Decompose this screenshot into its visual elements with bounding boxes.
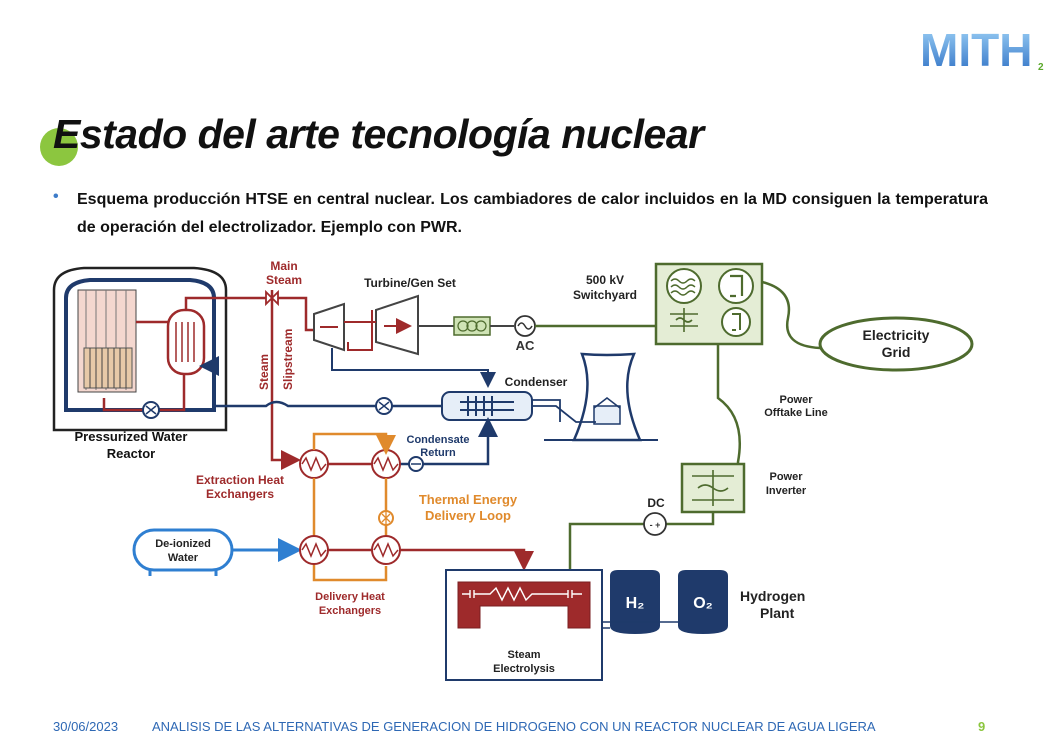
offtake-label-1: Power	[779, 394, 813, 406]
electrolysis-label-2: Electrolysis	[493, 663, 555, 675]
grid-line	[761, 280, 821, 350]
inverter-label-1: Power	[769, 471, 803, 483]
primary-loop	[102, 320, 186, 412]
delivery-hx-1	[299, 535, 329, 565]
generator	[418, 316, 514, 336]
dc-line	[568, 512, 715, 582]
dc-label: DC	[647, 496, 665, 510]
electrolysis-label-1: Steam	[507, 649, 540, 661]
reactor-label-line2: Reactor	[107, 446, 155, 461]
hydrogen-plant-label-2: Plant	[760, 605, 795, 621]
steam-electrolysis-unit: Steam Electrolysis	[445, 569, 603, 681]
inverter-label-2: Inverter	[766, 485, 807, 497]
extraction-label-2: Exchangers	[206, 487, 274, 501]
steam-label: Steam	[257, 354, 271, 390]
logo-text: MITH	[920, 24, 1032, 72]
primary-pump	[142, 401, 160, 419]
bullet-icon: •	[53, 188, 59, 205]
switchyard-label-1: 500 kV	[586, 273, 624, 287]
footer: 30/06/2023 ANALISIS DE LAS ALTERNATIVAS …	[0, 716, 1057, 738]
delivery-hx-2	[371, 535, 401, 565]
htse-diagram: Pressurized Water Reactor Main Steam Ste…	[52, 259, 974, 681]
bullet-text: Esquema producción HTSE en central nucle…	[77, 191, 988, 236]
extraction-hx-1	[299, 449, 329, 479]
turbine-set	[313, 294, 496, 388]
tank-pipes	[602, 621, 678, 629]
reactor-label: Pressurized Water Reactor	[75, 429, 188, 461]
switchyard-label-2: Switchyard	[573, 288, 637, 302]
logo-subscript: 2	[1038, 62, 1044, 72]
main-steam-label-1: Main	[270, 259, 297, 273]
condenser-label: Condenser	[505, 375, 568, 389]
extraction-hx-2	[371, 449, 401, 479]
cooling-tower	[544, 352, 658, 442]
h2-tank-label: H₂	[626, 595, 645, 612]
o2-tank: O₂	[678, 570, 728, 634]
condenser	[441, 391, 596, 423]
thermal-loop-label-1: Thermal Energy	[419, 492, 518, 507]
o2-tank-label: O₂	[693, 595, 713, 612]
switchyard	[654, 262, 764, 346]
thermal-loop-label-2: Delivery Loop	[425, 508, 511, 523]
deionized-label-1: De-ionized	[155, 538, 211, 550]
page-title: Estado del arte tecnología nuclear	[53, 111, 704, 157]
electrolysis-steam-line	[400, 548, 534, 571]
thermal-loop-pump	[378, 510, 394, 526]
main-steam-line	[184, 290, 314, 470]
condensate-label-2: Return	[420, 447, 456, 459]
hydrogen-plant-label-1: Hydrogen	[740, 588, 805, 604]
steam-generator	[166, 308, 206, 376]
grid-label-1: Electricity	[863, 327, 930, 343]
thermal-loop	[312, 432, 396, 582]
dc-symbol: - +	[643, 512, 667, 536]
ac-symbol	[514, 315, 536, 337]
main-steam-label-2: Steam	[266, 273, 302, 287]
electricity-grid: Electricity Grid	[818, 316, 974, 372]
mith2-logo: MITH 2	[920, 24, 1044, 72]
offtake-line	[716, 344, 742, 464]
title-accent-dot	[40, 128, 78, 166]
slipstream-label: Slipstream	[281, 329, 295, 390]
footer-date: 30/06/2023	[53, 719, 119, 734]
deionized-water-tank: De-ionized Water	[132, 528, 234, 576]
power-inverter	[680, 462, 746, 514]
delivery-hx-label-2: Exchangers	[319, 605, 381, 617]
grid-label-2: Grid	[882, 344, 911, 360]
dc-symbol-text: - +	[650, 520, 661, 530]
main-steam-valve	[265, 289, 279, 307]
feedwater-pump	[375, 397, 393, 415]
page-number: 9	[978, 719, 986, 734]
ac-label: AC	[516, 338, 535, 353]
turbine-label: Turbine/Gen Set	[364, 276, 456, 290]
h2-tank: H₂	[610, 570, 660, 634]
condensate-line	[400, 417, 498, 466]
feedwater-line	[199, 356, 442, 408]
condensate-label-1: Condensate	[407, 434, 470, 446]
extraction-label-1: Extraction Heat	[196, 473, 284, 487]
bullet-block: • Esquema producción HTSE en central nuc…	[53, 186, 988, 236]
condensate-pump	[408, 456, 424, 472]
footer-text: ANALISIS DE LAS ALTERNATIVAS DE GENERACI…	[152, 719, 876, 734]
offtake-label-2: Offtake Line	[764, 407, 828, 419]
reactor-vessel	[52, 266, 228, 432]
reactor-label-line1: Pressurized Water	[75, 429, 188, 444]
delivery-hx-label-1: Delivery Heat	[315, 591, 385, 603]
deionized-label-2: Water	[168, 552, 199, 564]
